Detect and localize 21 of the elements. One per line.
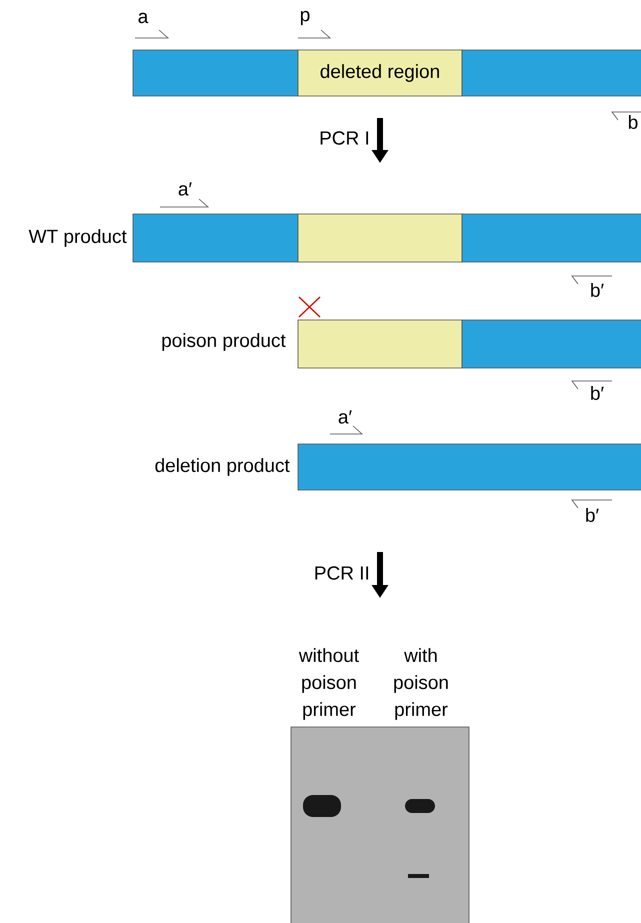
label-text: a′ <box>178 182 192 196</box>
dna-segment <box>298 214 462 262</box>
label-text: b′ <box>591 283 604 297</box>
label-text: PCR I <box>320 131 368 145</box>
label-text: without poison primer <box>298 648 359 720</box>
label-text: b′ <box>586 508 599 522</box>
dna-segment <box>298 320 462 368</box>
label-text: a′ <box>338 410 352 424</box>
dna-segment <box>132 214 298 262</box>
label-text: a <box>138 12 148 24</box>
label-text: PCR II <box>315 566 368 580</box>
dna-segment <box>462 320 641 368</box>
label-text: b <box>628 115 638 129</box>
label-text: with poison primer <box>394 648 448 720</box>
dna-segment <box>462 50 641 96</box>
dna-segment <box>462 214 641 262</box>
dna-segment <box>298 444 641 490</box>
region-box: deleted region <box>298 50 462 96</box>
label-text: p <box>300 10 310 26</box>
dna-segment <box>132 50 298 96</box>
label-text: b′ <box>591 386 604 400</box>
